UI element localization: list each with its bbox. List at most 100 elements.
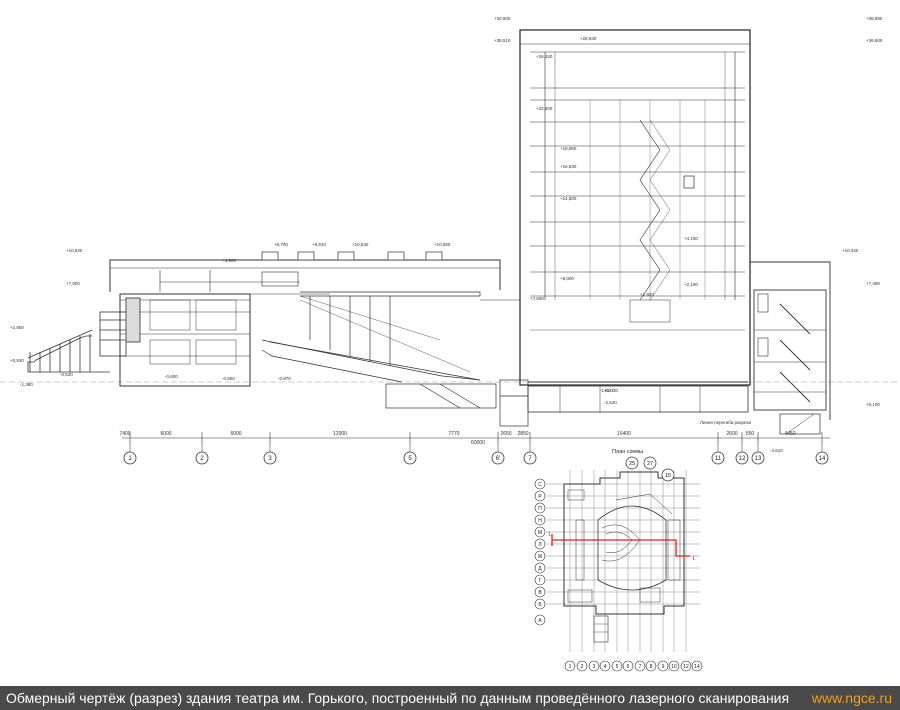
axis-marker: 5	[403, 444, 417, 465]
axis-label: 13	[755, 456, 762, 462]
dim-label: 12000	[333, 431, 347, 437]
dim-label: 2600	[726, 431, 737, 437]
plan-row-label: Н	[538, 518, 542, 524]
level-label: -1,610	[600, 388, 613, 393]
level-label: +30,600	[494, 16, 511, 21]
dimension-values: 7400 6000 6000 12000 7770 2650 2850 1640…	[119, 431, 795, 446]
level-label: -2,640	[604, 400, 617, 405]
level-label: +0,930	[10, 358, 24, 363]
plan-col-label: 4	[604, 664, 607, 670]
caption-bar: Обмерный чертёж (разрез) здания театра и…	[0, 686, 900, 710]
plan-row-label: П	[538, 506, 542, 512]
plan-top-marker: 27	[643, 456, 657, 470]
level-label: -0,600	[165, 374, 178, 379]
plan-top-marker: 15	[661, 468, 675, 482]
dim-label: 2850	[517, 431, 528, 437]
dim-label: 2650	[500, 431, 511, 437]
level-label: +26,340	[536, 54, 553, 59]
plan-col-marker: 5	[611, 660, 623, 672]
level-label: +4,100	[684, 236, 698, 241]
level-label: -0,900	[222, 376, 235, 381]
level-label: +1,920	[640, 292, 654, 297]
level-label: +4,900	[222, 258, 236, 263]
axis-markers: 1 2 3 5 6' 7 11 12 13 14	[123, 444, 829, 465]
section-note: Линия перегиба разреза	[700, 420, 751, 425]
plan-row-marker: М	[534, 526, 546, 538]
cut-mark-label: 1	[548, 532, 551, 538]
auditorium-seating	[261, 291, 529, 427]
axis-label: 6'	[496, 456, 500, 462]
plan-row-marker: Д	[534, 562, 546, 574]
level-label: +2,900	[10, 325, 24, 330]
dim-label: 16400	[617, 431, 631, 437]
plan-col-marker: 6	[622, 660, 634, 672]
level-label: +38,880	[866, 16, 883, 21]
plan-top-label: 25	[629, 461, 635, 467]
plan-row-label: Л	[538, 542, 541, 548]
plan-row-marker: П	[534, 502, 546, 514]
plan-outline	[563, 471, 685, 643]
level-label: +7,500	[66, 281, 80, 286]
plan-col-marker: 1	[564, 660, 576, 672]
level-label: -4,610	[770, 448, 783, 453]
axis-label: 14	[819, 456, 826, 462]
level-label: +10,530	[66, 248, 83, 253]
plan-col-label: 12	[683, 664, 689, 670]
axis-marker: 2	[195, 444, 209, 465]
level-label: +28,930	[580, 36, 597, 41]
plan-row-label: В	[538, 590, 542, 596]
plan-col-marker: 12	[680, 660, 692, 672]
axis-marker: 7	[523, 444, 537, 465]
dim-label: 550	[746, 431, 755, 437]
dimension-line	[122, 432, 830, 444]
foyer-block	[109, 259, 501, 387]
level-label: +10,580	[434, 242, 451, 247]
plan-row-marker: А	[534, 614, 546, 626]
axis-marker: 1	[123, 444, 137, 465]
level-label: +14,500	[560, 196, 577, 201]
plan-top-markers: 25 27 15	[625, 456, 675, 482]
axis-marker: 6'	[491, 444, 505, 465]
plan-row-marker: Н	[534, 514, 546, 526]
plan-row-label: Д	[538, 566, 542, 572]
dim-label: 4450	[784, 431, 795, 437]
level-label: -0,870	[278, 376, 291, 381]
level-label: +2,190	[684, 282, 698, 287]
caption-url[interactable]: www.ngce.ru	[811, 690, 892, 706]
axis-marker: 3	[263, 444, 277, 465]
stage-tower	[480, 29, 751, 413]
level-label: +16,930	[560, 164, 577, 169]
axis-label: 11	[715, 456, 722, 462]
level-label: -0,520	[60, 372, 73, 377]
axis-marker: 13	[751, 444, 765, 465]
plan-row-marker: Р	[534, 490, 546, 502]
cut-mark-label: 1	[692, 556, 695, 562]
plan-col-marker: 14	[691, 660, 703, 672]
plan-row-label: С	[538, 482, 542, 488]
dim-label: 7400	[119, 431, 130, 437]
dim-label: 7770	[448, 431, 459, 437]
plan-col-marker: 4	[599, 660, 611, 672]
plan-row-label: Р	[538, 494, 542, 500]
level-labels: +10,530 +7,500 +2,900 +0,930 -0,520 -1,3…	[10, 16, 883, 453]
dim-label: 6000	[230, 431, 241, 437]
section-drawing: 7400 6000 6000 12000 7770 2650 2850 1640…	[0, 16, 900, 672]
stair-block	[750, 261, 831, 435]
level-label: +18,960	[560, 146, 577, 151]
level-label: -1,380	[20, 382, 33, 387]
plan-col-marker: 9	[657, 660, 669, 672]
level-label: +10,640	[352, 242, 369, 247]
axis-marker: 11	[711, 444, 725, 465]
level-label: +0,100	[866, 402, 880, 407]
plan-col-marker: 7	[634, 660, 646, 672]
level-label: +9,910	[312, 242, 326, 247]
plan-top-label: 27	[647, 461, 653, 467]
plan-col-marker: 10	[668, 660, 680, 672]
axis-label: 12	[739, 456, 746, 462]
plan-col-label: 9	[662, 664, 665, 670]
plan-col-label: 14	[694, 664, 700, 670]
caption-text: Обмерный чертёж (разрез) здания театра и…	[6, 690, 790, 706]
level-label: +7,490	[866, 281, 880, 286]
level-label: +36,600	[866, 38, 883, 43]
plan-row-markers: С Р П Н М Л Ж Д Г В Б А	[534, 478, 546, 626]
